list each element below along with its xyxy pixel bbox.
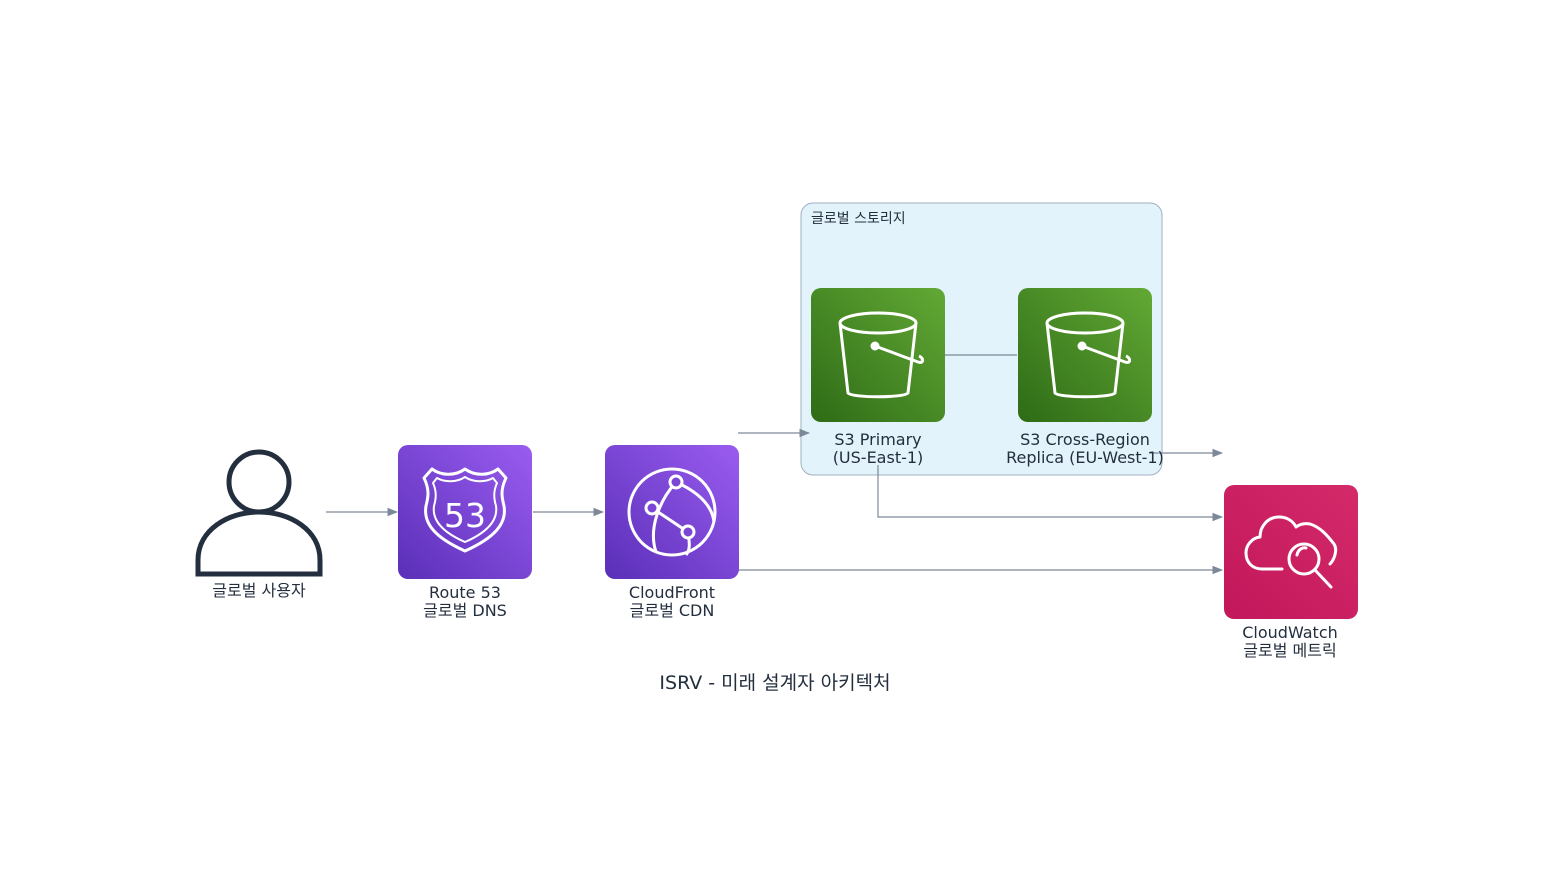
svg-text:53: 53 [444,496,486,535]
cloudwatch-label-line1: CloudWatch [1242,623,1338,642]
cloudfront-icon [627,467,717,557]
route53-icon: 53 [422,467,508,553]
cloudwatch-icon [1244,515,1338,589]
s3-replica-tile [1018,288,1152,422]
s3-replica-label-line2: Replica (EU-West-1) [1006,448,1164,467]
route53-label: Route 53 글로벌 DNS [375,584,555,620]
edge-s3-primary-cloudwatch [877,465,1224,522]
s3-replica-node [1018,288,1152,422]
cloudfront-label: CloudFront 글로벌 CDN [582,584,762,620]
cloudfront-label-line2: 글로벌 CDN [629,601,715,620]
s3-bucket-icon [838,311,925,399]
route53-label-line2: 글로벌 DNS [423,601,507,620]
s3-replica-label-line1: S3 Cross-Region [1020,430,1150,449]
cloudfront-tile [605,445,739,579]
cloudfront-node [605,445,739,579]
cloudwatch-label: CloudWatch 글로벌 메트릭 [1200,624,1380,660]
s3-primary-node [811,288,945,422]
route53-tile [398,445,532,579]
cloudwatch-label-line2: 글로벌 메트릭 [1243,641,1337,660]
s3-primary-label: S3 Primary (US-East-1) [788,431,968,467]
route53-node: 53 [398,445,532,579]
edges [326,354,1224,575]
user-label-line1: 글로벌 사용자 [212,581,306,600]
cluster-label: 글로벌 스토리지 [811,211,906,227]
route53-label-line1: Route 53 [429,583,501,602]
user-icon [195,449,323,577]
cloudfront-label-line1: CloudFront [628,583,716,602]
cloudwatch-node [1224,485,1358,619]
s3-bucket-icon [1045,311,1132,399]
s3-primary-tile [811,288,945,422]
diagram-title: ISRV - 미래 설계자 아키텍처 [659,672,891,694]
s3-primary-label-line1: S3 Primary [834,430,922,449]
s3-primary-label-line2: (US-East-1) [832,448,924,467]
s3-replica-label: S3 Cross-Region Replica (EU-West-1) [985,431,1185,467]
user-label: 글로벌 사용자 [178,582,340,600]
